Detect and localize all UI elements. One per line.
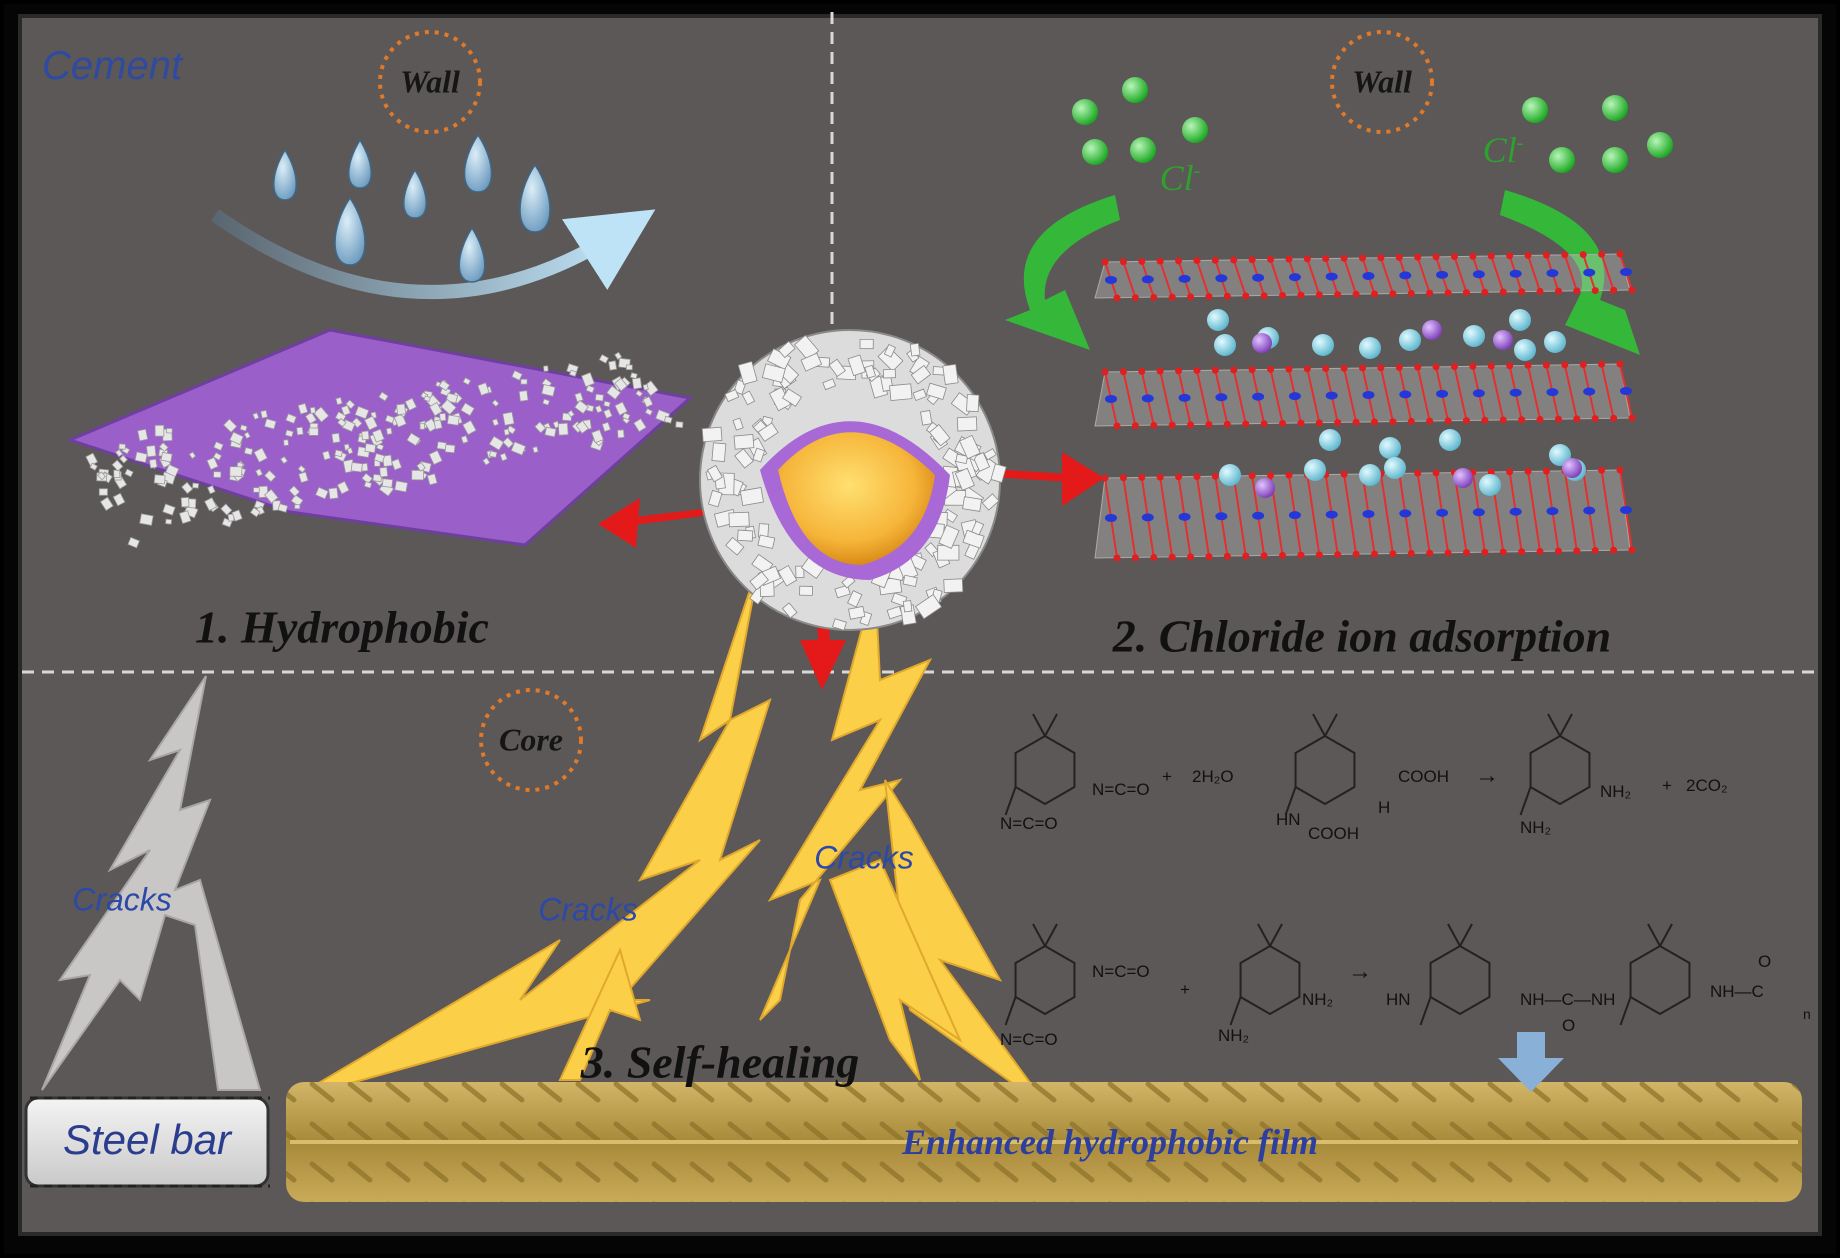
chloride-label-left: Cl- (1159, 158, 1201, 198)
cracks-label-left: Cracks (72, 881, 172, 918)
r1-water: 2H₂O (1192, 767, 1234, 786)
microcapsule-icon (699, 329, 1007, 631)
r1-plus-2: + (1662, 776, 1672, 795)
cracks-label-mid: Cracks (538, 891, 638, 928)
water-droplets-icon (210, 133, 656, 299)
core-label: Core (499, 721, 563, 758)
r2-urea: NH—C—NH (1520, 990, 1616, 1009)
lightning-bolts (289, 559, 1051, 1111)
chloride-ions (1072, 77, 1673, 173)
r2-amine-top: NH₂ (1302, 990, 1334, 1009)
title-hydrophobic: 1. Hydrophobic (195, 601, 489, 653)
steel-bar-icon (24, 1082, 1802, 1202)
r2-o-end: O (1758, 952, 1772, 971)
film-label: Enhanced hydrophobic film (901, 1122, 1319, 1162)
cement-label: Cement (42, 44, 183, 88)
ldh-layers-icon (1094, 250, 1636, 562)
r2-hn: HN (1386, 990, 1411, 1009)
hydrophobic-surface-icon (65, 328, 694, 549)
down-arrow-icon (1498, 1032, 1564, 1092)
r1-amine-top: NH₂ (1600, 782, 1632, 801)
r1-plus-1: + (1162, 767, 1172, 786)
green-arrows (1005, 190, 1640, 355)
r1-co2: 2CO₂ (1686, 776, 1728, 795)
r1-isocyanate-bottom: N=C=O (1000, 814, 1058, 833)
r1-isocyanate-top: N=C=O (1092, 780, 1150, 799)
r1-carbamic-bottom: HN (1276, 810, 1301, 829)
r1-carbamic-h: H (1378, 798, 1391, 817)
chemistry-structures (1004, 713, 1691, 1026)
r2-plus: + (1180, 980, 1190, 999)
r2-nhc: NH—C (1710, 982, 1764, 1001)
wall-circle-left (378, 30, 482, 134)
r2-o-urea: O (1562, 1016, 1576, 1035)
r1-amine-bottom: NH₂ (1520, 818, 1552, 837)
wall-label-left: Wall (400, 63, 460, 100)
r2-subscript: n (1803, 1006, 1811, 1022)
r2-isocyanate-bottom: N=C=O (1000, 1030, 1058, 1049)
steel-bar-label: Steel bar (62, 1116, 232, 1163)
title-chloride-adsorption: 2. Chloride ion adsorption (1112, 610, 1612, 662)
core-circle (479, 688, 583, 792)
cracks-label-right: Cracks (814, 839, 914, 876)
chloride-label-right: Cl- (1482, 130, 1524, 170)
r1-carbamic-bottom-2: COOH (1308, 824, 1359, 843)
gray-crack-bolt (41, 675, 262, 1091)
r2-amine-bottom: NH₂ (1218, 1026, 1250, 1045)
title-self-healing: 3. Self-healing (580, 1036, 860, 1088)
wall-circle-right (1330, 30, 1434, 134)
wall-label-right: Wall (1352, 63, 1412, 100)
r2-isocyanate-top: N=C=O (1092, 962, 1150, 981)
r1-arrow: → (1475, 762, 1499, 789)
r2-arrow: → (1348, 958, 1372, 985)
r1-carbamic-top: COOH (1398, 767, 1449, 786)
